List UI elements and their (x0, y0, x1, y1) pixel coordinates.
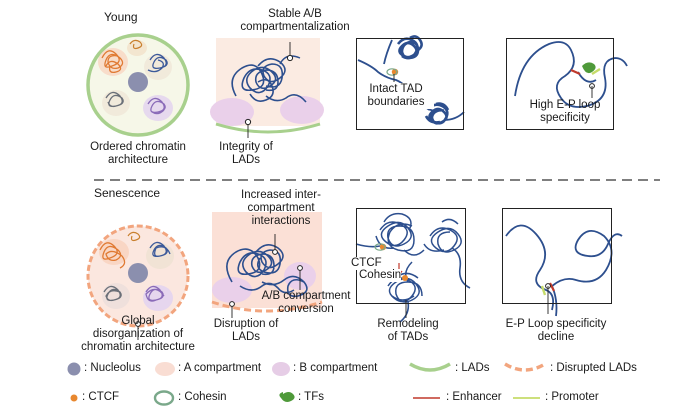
young-title: Young (104, 10, 138, 24)
a-compartment-blob-icon (155, 362, 175, 376)
nucleolus-icon (128, 72, 148, 92)
legend-promoter: : Promoter (545, 391, 599, 403)
lads-arc-icon (409, 362, 451, 372)
young-loop-chromatin (514, 41, 628, 108)
legend-cohesin: : Cohesin (178, 391, 227, 403)
senescence-loop-chromatin (505, 224, 623, 317)
young-loop-panel (506, 38, 614, 130)
senescence-tad-chromatin (355, 212, 471, 323)
ctcf-label: CTCF (351, 257, 382, 270)
legend-lads: : LADs (455, 362, 490, 374)
cohesin-label: Cohesin (359, 269, 402, 282)
legend-tfs: : TFs (298, 391, 324, 403)
senescence-tad-panel (356, 208, 466, 304)
senescence-title: Senescence (94, 186, 161, 200)
senescence-loop-panel (502, 208, 612, 304)
legend-b-compartment: : B compartment (293, 362, 378, 374)
senescence-nucleus (86, 224, 190, 340)
legend-disrupted-lads: : Disrupted LADs (550, 362, 637, 374)
b-compartment-blob-icon (272, 362, 290, 376)
young-nucleus (86, 33, 190, 137)
legend-icons (67, 362, 546, 406)
legend-a-compartment: : A compartment (178, 362, 262, 374)
young-tad-panel (356, 38, 464, 130)
senescence-compartment-panel (211, 212, 323, 318)
legend-enhancer: : Enhancer (446, 391, 502, 403)
ctcf-dot-icon (70, 394, 78, 402)
disrupted-lads-arc-icon (504, 362, 546, 372)
nucleolus-dot-icon (67, 362, 81, 376)
legend-nucleolus: : Nucleolus (84, 362, 141, 374)
legend-ctcf: : CTCF (82, 391, 120, 403)
young-compartment-panel (210, 38, 324, 138)
cohesin-ring-icon (153, 390, 175, 406)
tf-shape-icon (279, 392, 295, 402)
